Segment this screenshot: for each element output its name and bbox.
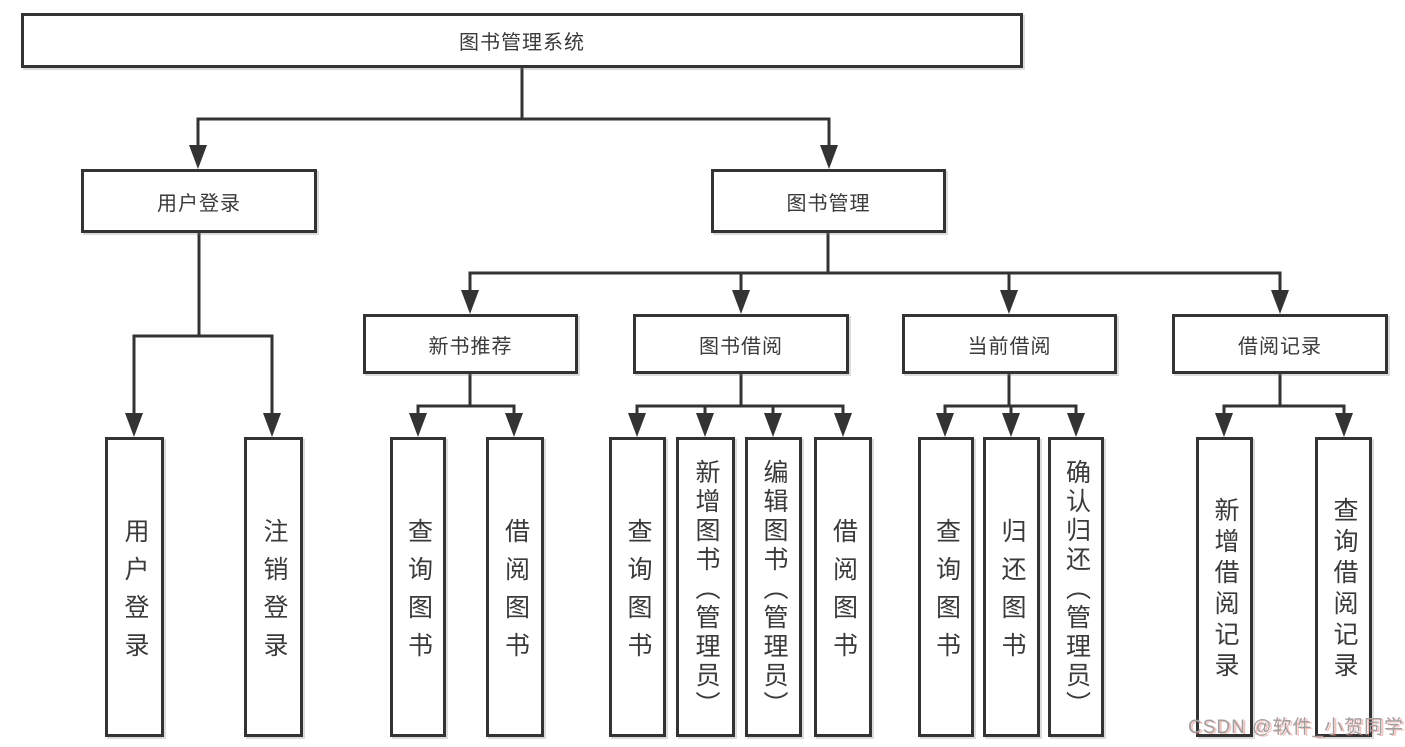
leaf-borrow-books-recommend: 借阅图书 (486, 437, 544, 737)
leaf-query-books-borrowing: 查询图书 (609, 437, 666, 737)
leaf-add-books-admin: 新增图书（管理员） (676, 437, 735, 737)
leaf-borrow-books: 借阅图书 (814, 437, 872, 737)
node-new-book-recommend: 新书推荐 (363, 314, 578, 374)
leaf-query-books-current: 查询图书 (918, 437, 974, 737)
node-book-management: 图书管理 (711, 169, 946, 233)
node-book-borrowing: 图书借阅 (633, 314, 849, 374)
leaf-query-borrow-record: 查询借阅记录 (1315, 437, 1372, 737)
leaf-add-borrow-record: 新增借阅记录 (1196, 437, 1253, 737)
leaf-user-login: 用户登录 (105, 437, 164, 737)
csdn-watermark: CSDN @软件_小贺同学 (1188, 717, 1404, 738)
leaf-confirm-return-admin: 确认归还（管理员） (1048, 437, 1104, 737)
node-user-login: 用户登录 (81, 169, 317, 233)
node-borrowing-records: 借阅记录 (1172, 314, 1388, 374)
leaf-logout: 注销登录 (244, 437, 303, 737)
leaf-edit-books-admin: 编辑图书（管理员） (745, 437, 802, 737)
node-root-system: 图书管理系统 (21, 13, 1023, 68)
node-current-borrowing: 当前借阅 (902, 314, 1117, 374)
leaf-query-books-recommend: 查询图书 (390, 437, 446, 737)
leaf-return-books: 归还图书 (983, 437, 1040, 737)
